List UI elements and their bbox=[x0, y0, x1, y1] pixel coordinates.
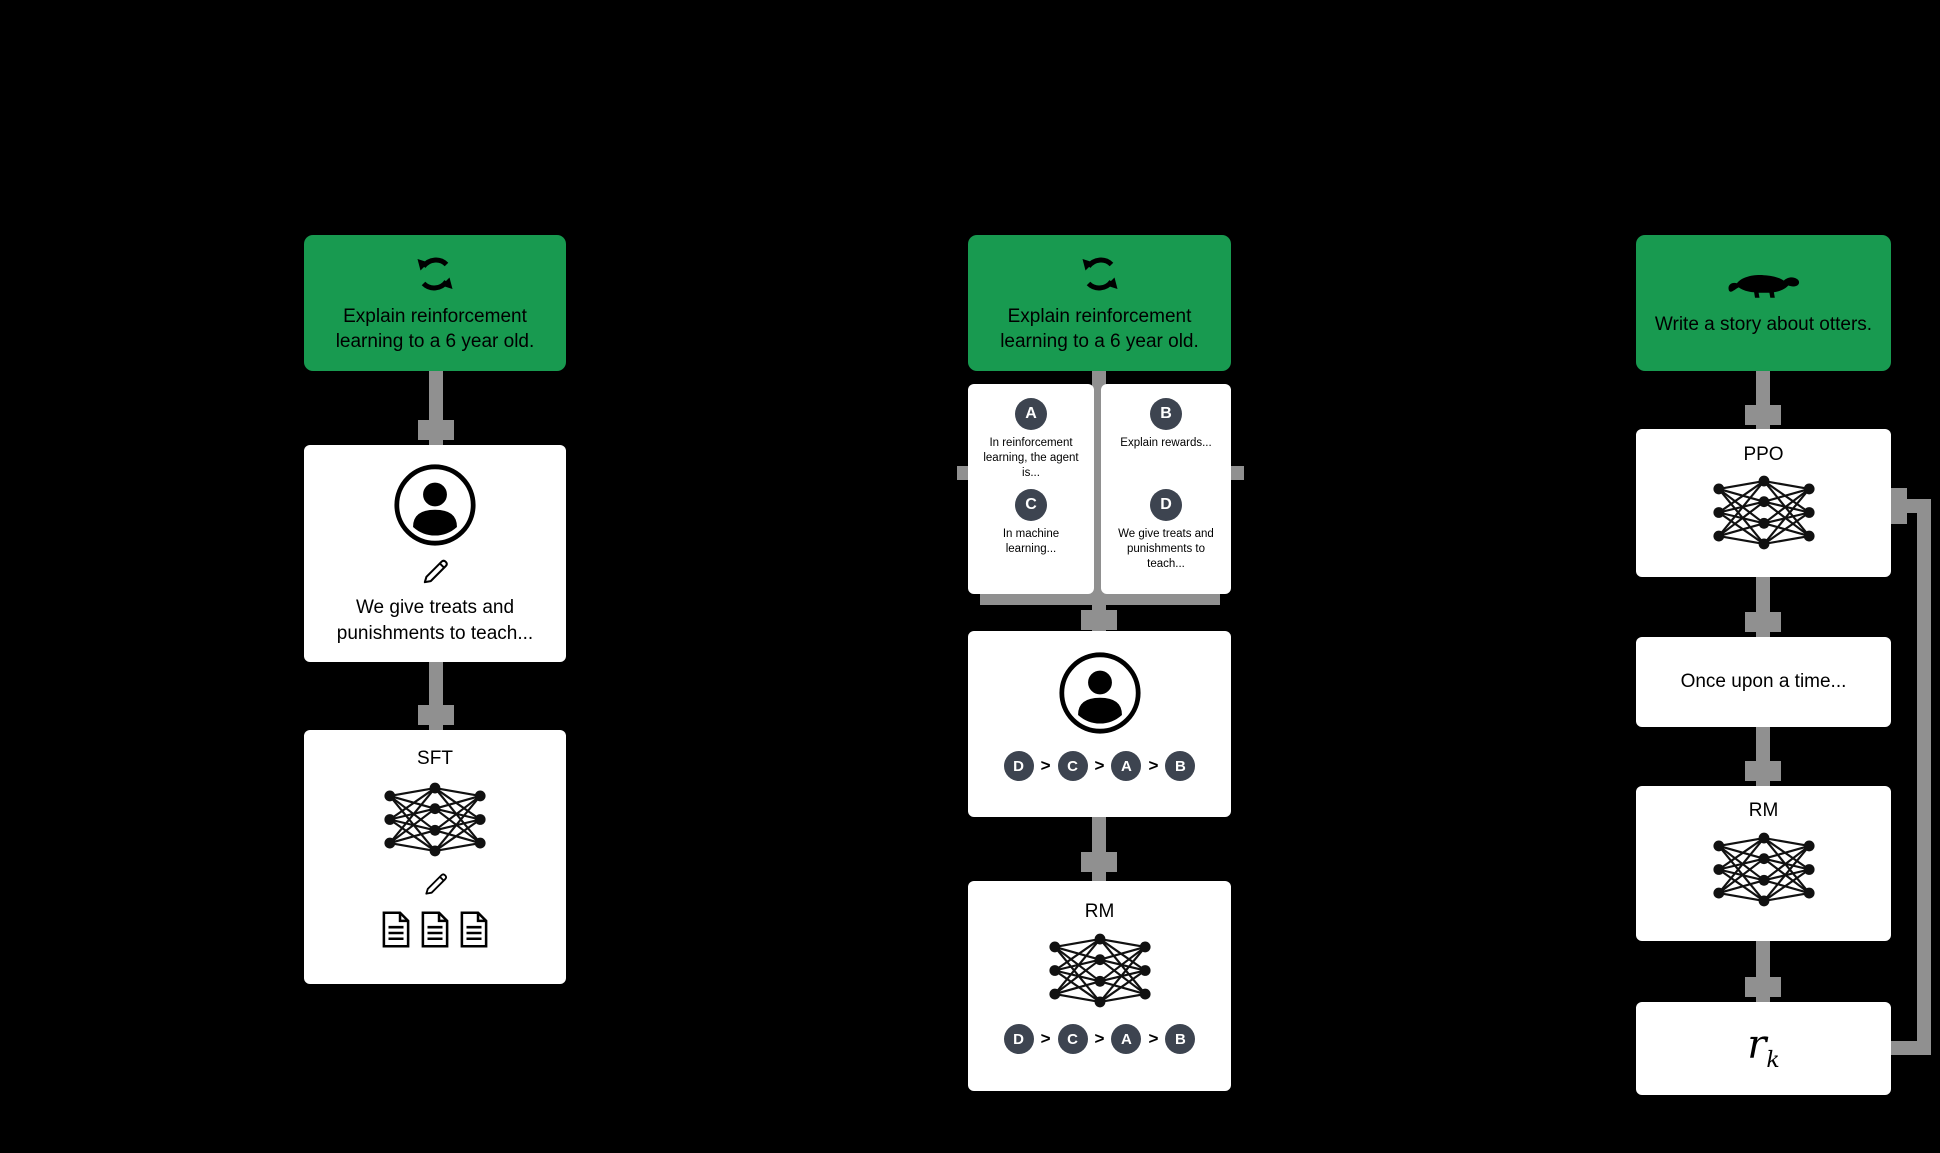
document-icon bbox=[381, 911, 411, 948]
labeler-ranking-box: D > C > A > B bbox=[968, 631, 1231, 817]
rank-separator: > bbox=[1148, 1029, 1159, 1048]
reward-model-box-col2: RM D > C > A > B bbox=[968, 881, 1231, 1091]
rank-separator: > bbox=[1094, 756, 1105, 775]
network-icon bbox=[1045, 931, 1155, 1010]
model-output-box: Once upon a time... bbox=[1636, 637, 1891, 727]
reward-model-box-col3: RM bbox=[1636, 786, 1891, 941]
pencil-icon bbox=[420, 557, 450, 587]
rank-badge: D bbox=[1003, 1024, 1034, 1054]
ranking-row: D > C > A > B bbox=[1003, 751, 1196, 781]
prompt-text: Explain reinforcement learning to a 6 ye… bbox=[335, 306, 535, 352]
rank-separator: > bbox=[1040, 1029, 1051, 1048]
network-icon bbox=[1709, 473, 1819, 552]
arrow-col2-pref-to-rm bbox=[1092, 811, 1106, 887]
arrow-head bbox=[1745, 612, 1781, 632]
answer-d-badge: D bbox=[1150, 489, 1182, 521]
arrow-col3-output-to-rm bbox=[1756, 721, 1770, 792]
rank-badge: A bbox=[1111, 751, 1142, 781]
rank-badge: A bbox=[1111, 1024, 1142, 1054]
answer-d: D We give treats and punishments to teac… bbox=[1109, 489, 1223, 580]
demonstration-text: We give treats and punishments to teach.… bbox=[336, 597, 534, 644]
arrow-head bbox=[418, 420, 454, 440]
prompt-box-col3: Write a story about otters. bbox=[1636, 235, 1891, 371]
sft-model-box: SFT bbox=[304, 730, 566, 984]
rank-badge: B bbox=[1165, 751, 1196, 781]
person-icon bbox=[393, 463, 477, 547]
answer-c-badge: C bbox=[1015, 489, 1047, 521]
arrow-head bbox=[1745, 405, 1781, 425]
rm-label: RM bbox=[1748, 800, 1779, 821]
ppo-model-box: PPO bbox=[1636, 429, 1891, 577]
answer-b-text: Explain rewards... bbox=[1120, 437, 1212, 449]
prompt-text: Write a story about otters. bbox=[1654, 314, 1873, 336]
arrow-head bbox=[1745, 761, 1781, 781]
arrow-col3-rm-to-reward bbox=[1756, 935, 1770, 1008]
answer-d-text: We give treats and punishments to teach.… bbox=[1118, 528, 1214, 570]
documents-row bbox=[381, 911, 489, 948]
ppo-label: PPO bbox=[1743, 444, 1784, 465]
answers-box-ac: A In reinforcement learning, the agent i… bbox=[968, 384, 1094, 594]
prompt-box-col2: Explain reinforcement learning to a 6 ye… bbox=[968, 235, 1231, 371]
otter-icon bbox=[1726, 268, 1802, 304]
answer-c: C In machine learning... bbox=[976, 489, 1086, 580]
answer-b: B Explain rewards... bbox=[1116, 398, 1215, 489]
answer-a-text: In reinforcement learning, the agent is.… bbox=[983, 437, 1079, 479]
labeler-demo-box: We give treats and punishments to teach.… bbox=[304, 445, 566, 662]
pencil-icon bbox=[422, 871, 449, 898]
arrow-head bbox=[1081, 852, 1117, 872]
rank-badge: D bbox=[1003, 751, 1034, 781]
rank-badge: C bbox=[1057, 751, 1088, 781]
arrow-col3-ppo-to-output bbox=[1756, 571, 1770, 643]
arrow-head bbox=[1745, 977, 1781, 997]
person-icon bbox=[1058, 651, 1142, 735]
reward-value-box: rk bbox=[1636, 1002, 1891, 1095]
arrow-head bbox=[1081, 610, 1117, 630]
rank-separator: > bbox=[1094, 1029, 1105, 1048]
loop-arrow-head bbox=[1891, 488, 1907, 524]
loop-vertical-segment bbox=[1917, 499, 1931, 1055]
answers-box-bd: B Explain rewards... D We give treats an… bbox=[1101, 384, 1231, 594]
rank-separator: > bbox=[1040, 756, 1051, 775]
cycle-icon bbox=[1078, 252, 1122, 296]
output-text: Once upon a time... bbox=[1680, 671, 1847, 693]
network-icon bbox=[1709, 830, 1819, 909]
rank-badge: B bbox=[1165, 1024, 1196, 1054]
rank-separator: > bbox=[1148, 756, 1159, 775]
connector-col2-merge bbox=[980, 591, 1220, 605]
loop-top-segment bbox=[1899, 499, 1931, 513]
reward-base: r bbox=[1747, 1022, 1767, 1068]
network-icon bbox=[380, 780, 490, 859]
prompt-box-col1: Explain reinforcement learning to a 6 ye… bbox=[304, 235, 566, 371]
rm-label: RM bbox=[1084, 901, 1115, 922]
reward-subscript: k bbox=[1766, 1048, 1780, 1073]
prompt-text: Explain reinforcement learning to a 6 ye… bbox=[1000, 306, 1199, 352]
reward-symbol: rk bbox=[1747, 1025, 1779, 1072]
answer-c-text: In machine learning... bbox=[1002, 528, 1060, 555]
cycle-icon bbox=[413, 252, 457, 296]
document-icon bbox=[420, 911, 450, 948]
arrow-head bbox=[418, 705, 454, 725]
rank-badge: C bbox=[1057, 1024, 1088, 1054]
answer-a-badge: A bbox=[1015, 398, 1047, 430]
ranking-row: D > C > A > B bbox=[1003, 1024, 1196, 1054]
document-icon bbox=[459, 911, 489, 948]
sft-label: SFT bbox=[417, 748, 453, 769]
answer-a: A In reinforcement learning, the agent i… bbox=[976, 398, 1086, 489]
answer-b-badge: B bbox=[1150, 398, 1182, 430]
